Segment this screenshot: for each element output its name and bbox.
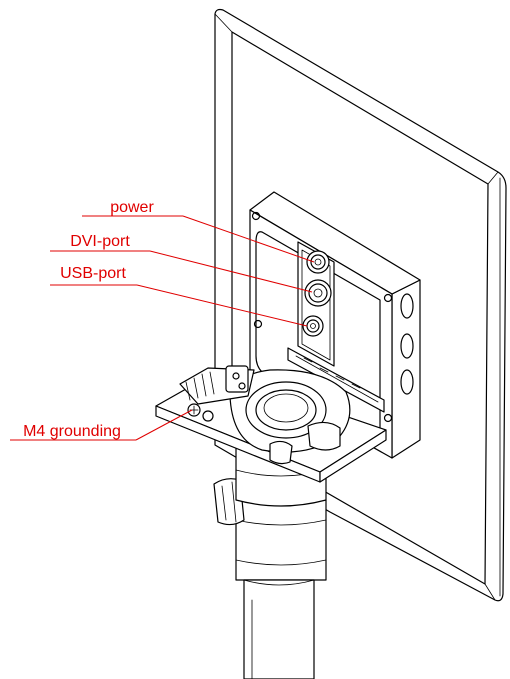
- callout-grounding-label: M4 grounding: [23, 423, 121, 440]
- pole: [235, 499, 327, 679]
- callout-dvi: DVI-port: [50, 233, 313, 293]
- tilt-head: [229, 369, 351, 465]
- callout-usb-label: USB-port: [60, 265, 126, 282]
- callout-grounding: M4 grounding: [10, 409, 193, 441]
- ribbon-rail: [287, 347, 385, 413]
- power-connector-icon: [306, 250, 330, 274]
- callout-grounding-leader: [135, 409, 193, 441]
- callout-usb-leader: [136, 284, 308, 327]
- callout-power-label: power: [110, 199, 154, 216]
- grounding-screw-icon: [187, 403, 214, 422]
- usb-connector-icon: [302, 315, 324, 337]
- callout-dvi-leader: [149, 250, 313, 293]
- callout-usb: USB-port: [50, 265, 308, 327]
- callout-dvi-label: DVI-port: [70, 233, 130, 250]
- callout-power: power: [82, 199, 315, 263]
- callout-power-leader: [182, 215, 315, 263]
- hinge-spring: [179, 365, 255, 405]
- dvi-connector-icon: [304, 279, 332, 307]
